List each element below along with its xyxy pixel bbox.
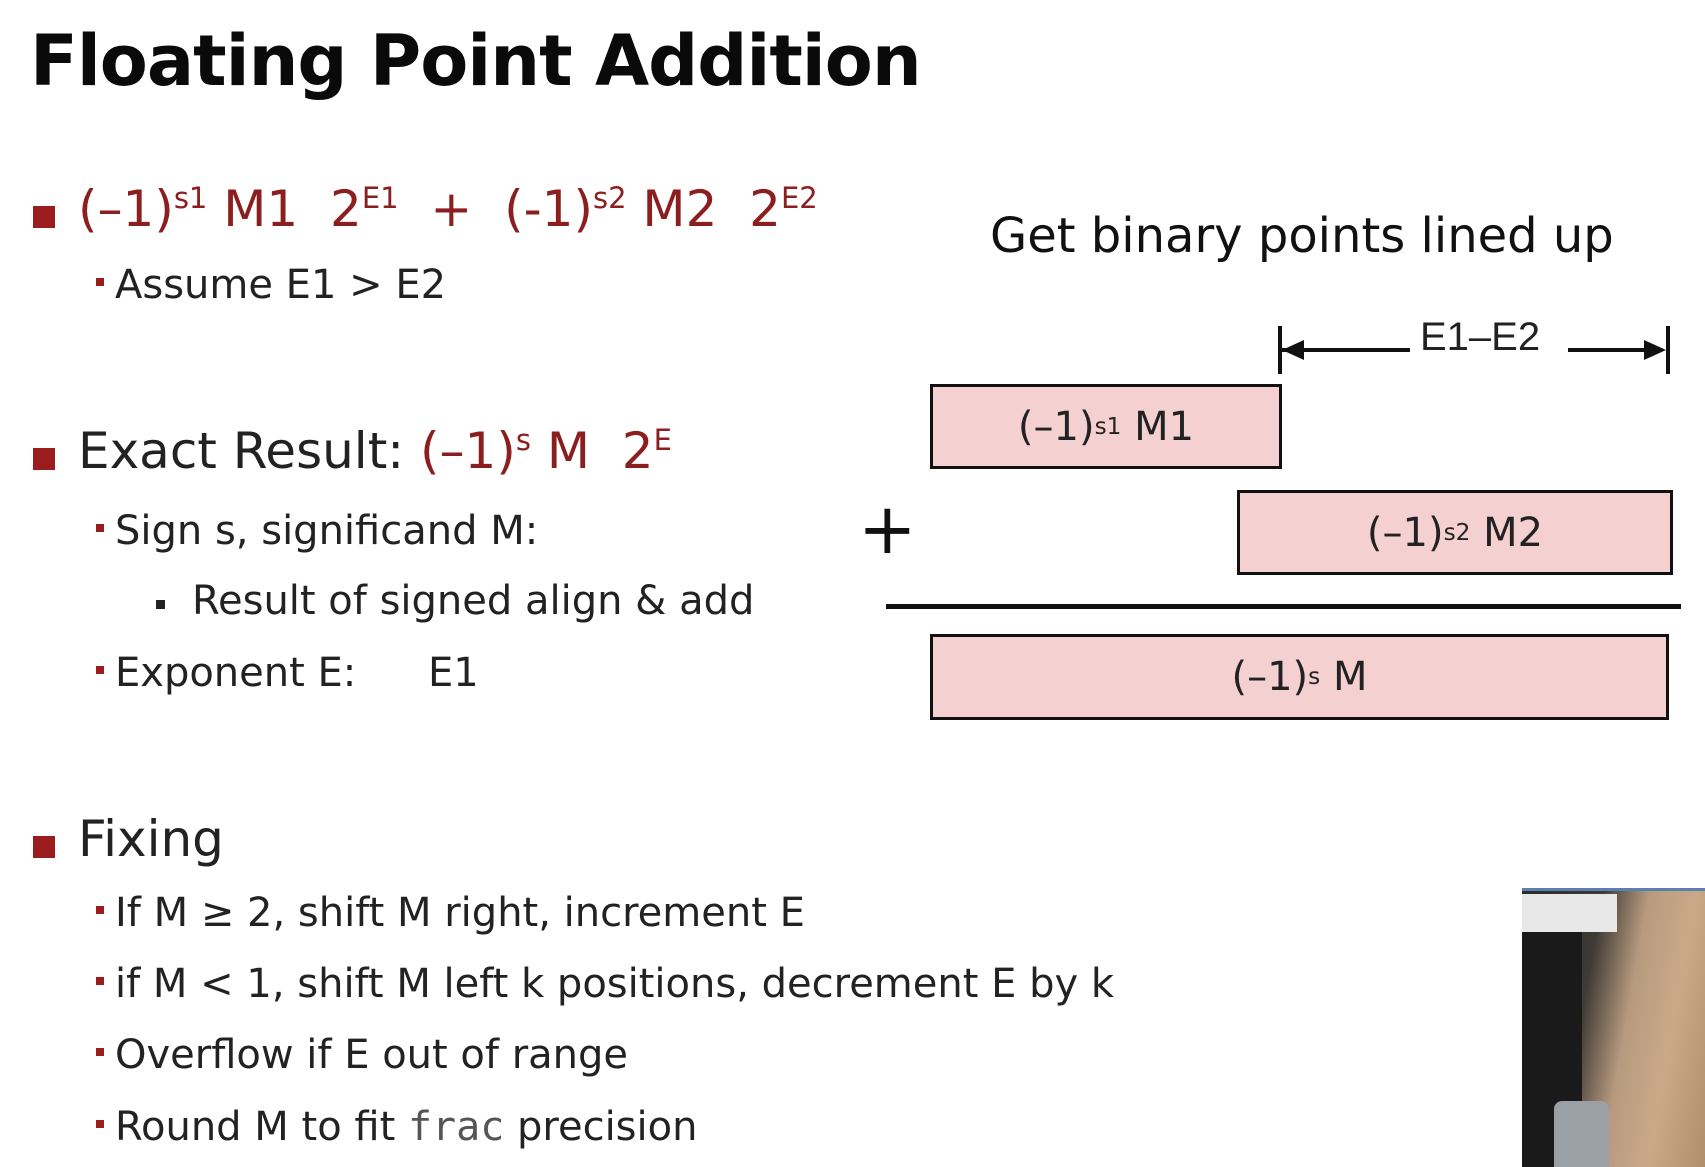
fix-item: if M < 1, shift M left k positions, decr… [115, 961, 1115, 1007]
frac-code: frac [407, 1104, 505, 1150]
sub-bullet-marker [96, 524, 104, 532]
fixing-heading: Fixing [78, 810, 224, 868]
sum-equation: (–1)s1 M1 2E1 + (-1)s2 M2 2E2 [78, 180, 818, 238]
sub-bullet-marker [96, 977, 104, 985]
exponent-value: E1 [428, 650, 479, 696]
sub-bullet-marker [96, 666, 104, 674]
bullet-marker [33, 206, 55, 228]
sign-text: Sign s, significand M: [115, 508, 539, 554]
result-of-text: Result of signed align & add [192, 578, 755, 624]
assume-text: Assume E1 > E2 [115, 262, 447, 308]
operand1-box: (–1)s1 M1 [930, 384, 1282, 469]
slide-title: Floating Point Addition [30, 20, 922, 102]
diagram-caption: Get binary points lined up [990, 208, 1614, 264]
plus-sign: + [858, 488, 917, 570]
exact-result: Exact Result: (–1)s M 2E [78, 422, 672, 480]
sub-bullet-marker [96, 1120, 104, 1128]
result-box: (–1)s M [930, 634, 1669, 720]
sum-rule-line [886, 604, 1681, 609]
webcam-video [1522, 888, 1705, 1167]
fix-item: If M ≥ 2, shift M right, increment E [115, 890, 805, 936]
shift-label: E1–E2 [1420, 315, 1541, 359]
sub-bullet-marker [96, 278, 104, 286]
fix-item: Overflow if E out of range [115, 1032, 629, 1078]
sub-bullet-marker [96, 1048, 104, 1056]
bullet-marker [33, 836, 55, 858]
sub-sub-bullet-marker [156, 600, 165, 609]
sub-bullet-marker [96, 906, 104, 914]
shift-arrow [1278, 326, 1670, 374]
exponent-label: Exponent E: [115, 650, 357, 696]
bullet-marker [33, 448, 55, 470]
round-text: Round M to fit frac precision [115, 1104, 698, 1150]
operand2-box: (–1)s2 M2 [1237, 490, 1673, 575]
